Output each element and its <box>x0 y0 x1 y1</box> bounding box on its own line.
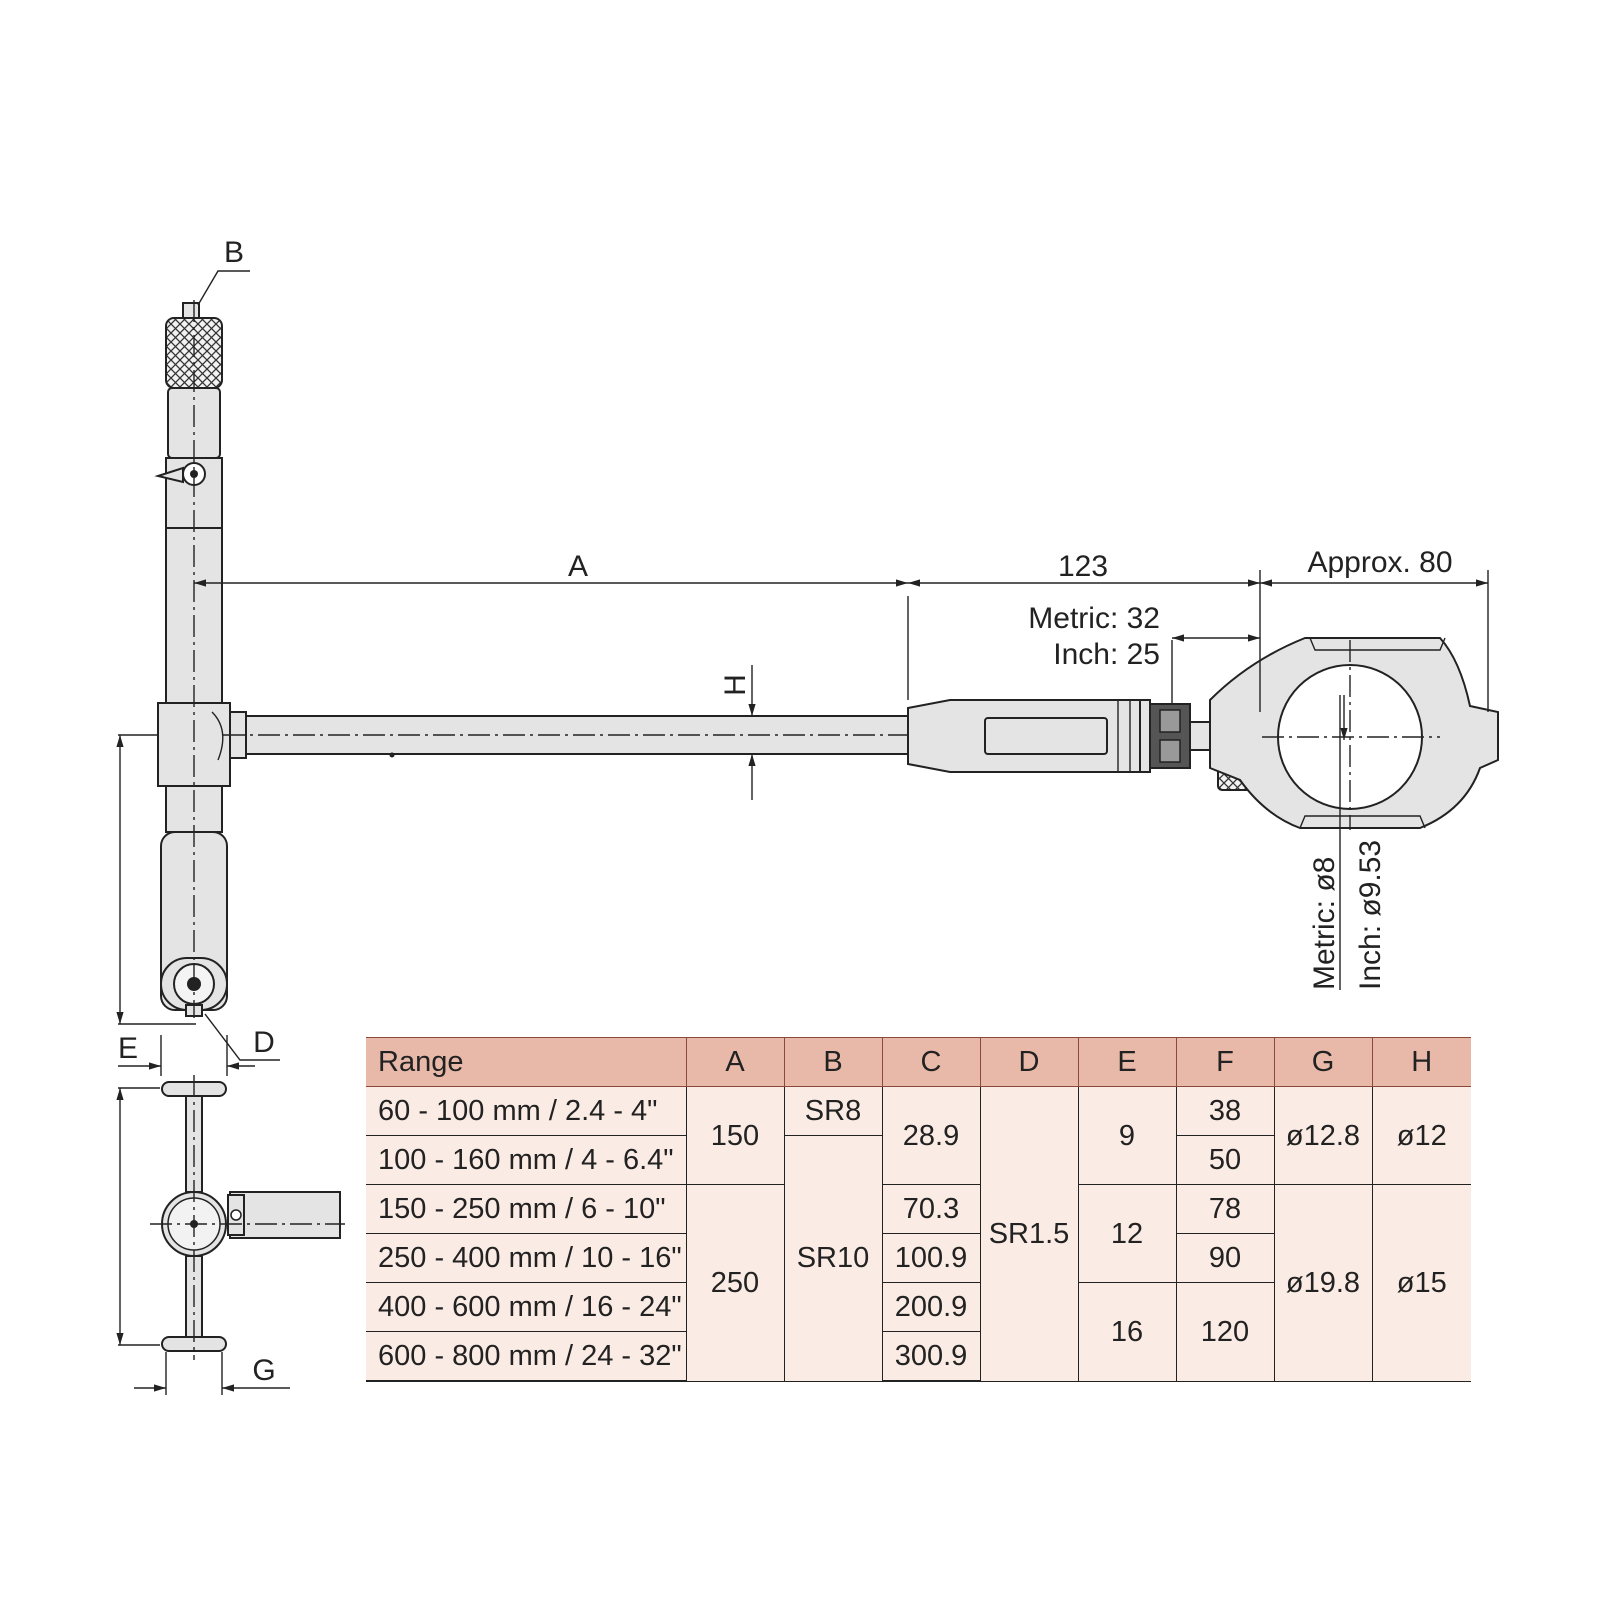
grip-body <box>160 785 228 1017</box>
c-cell: 100.9 <box>881 1233 981 1283</box>
micrometer-head <box>154 302 223 704</box>
leader-d: D <box>204 1013 280 1061</box>
header-a: A <box>685 1037 785 1087</box>
label-g: G <box>252 1354 275 1387</box>
inch-dia953-label: Inch: ø9.53 <box>1354 840 1387 990</box>
leader-b: B <box>197 236 250 306</box>
dim-h-label: H <box>719 674 752 696</box>
dimension-stem-diameter: Metric: ø8 Inch: ø9.53 <box>1308 695 1387 990</box>
f-cell: 38 <box>1175 1086 1275 1136</box>
e-cell: 16 <box>1077 1282 1177 1382</box>
label-b: B <box>224 236 244 269</box>
g-cell: ø19.8 <box>1273 1184 1373 1382</box>
header-f: F <box>1175 1037 1275 1087</box>
range-cell: 60 - 100 mm / 2.4 - 4" <box>366 1086 687 1136</box>
f-cell: 120 <box>1175 1282 1274 1382</box>
b-cell: SR8 <box>783 1086 883 1136</box>
range-cell: 250 - 400 mm / 10 - 16" <box>366 1233 687 1283</box>
table-row: 100 - 160 mm / 4 - 6.4" SR10 50 <box>366 1135 1471 1382</box>
header-d: D <box>979 1037 1079 1087</box>
c-cell: 200.9 <box>881 1282 981 1332</box>
f-cell: 90 <box>1175 1233 1274 1283</box>
f-cell: 78 <box>1175 1184 1275 1234</box>
header-c: C <box>881 1037 981 1087</box>
label-e: E <box>118 1032 138 1065</box>
table-row: 150 - 250 mm / 6 - 10" 250 70.3 12 78 ø1… <box>366 1184 1471 1382</box>
range-cell: 600 - 800 mm / 24 - 32" <box>366 1331 687 1382</box>
t-block <box>157 702 247 787</box>
extension-rod <box>220 715 910 758</box>
c-cell: 70.3 <box>881 1184 981 1234</box>
d-cell: SR1.5 <box>979 1086 1079 1382</box>
header-e: E <box>1077 1037 1177 1087</box>
header-g: G <box>1273 1037 1373 1087</box>
c-cell: 300.9 <box>881 1331 980 1382</box>
label-d: D <box>253 1026 275 1059</box>
dial-indicator <box>1189 637 1499 830</box>
dimension-123: 123 <box>908 550 1261 712</box>
dim-approx-80-label: Approx. 80 <box>1307 546 1452 579</box>
table-row: 400 - 600 mm / 16 - 24" 200.9 16 120 <box>366 1282 1471 1382</box>
c-cell: 28.9 <box>881 1086 981 1185</box>
inch-25-label: Inch: 25 <box>1053 638 1160 671</box>
b-cell: SR10 <box>783 1135 883 1382</box>
dimension-h: H <box>719 665 756 800</box>
handle-sleeve <box>907 699 1191 773</box>
dim-a-label: A <box>568 550 588 583</box>
a-cell: 150 <box>685 1086 785 1185</box>
table-row: 60 - 100 mm / 2.4 - 4" 150 SR8 28.9 SR1.… <box>366 1086 1471 1382</box>
e-cell: 12 <box>1077 1184 1177 1283</box>
spec-table: Range A B C D E F G H 60 - 100 mm / 2.4 … <box>366 1037 1471 1382</box>
table-header-row: Range A B C D E F G H <box>366 1037 1471 1087</box>
side-view <box>116 1075 345 1360</box>
table-row: 600 - 800 mm / 24 - 32" 300.9 <box>366 1331 1471 1382</box>
range-cell: 100 - 160 mm / 4 - 6.4" <box>366 1135 687 1185</box>
e-cell: 9 <box>1077 1086 1177 1185</box>
h-cell: ø12 <box>1371 1086 1471 1185</box>
a-cell: 250 <box>685 1184 785 1382</box>
dimension-e: E <box>118 1032 255 1076</box>
range-cell: 400 - 600 mm / 16 - 24" <box>366 1282 687 1332</box>
header-h: H <box>1371 1037 1471 1087</box>
dimension-g: G <box>134 1352 290 1395</box>
metric-dia8-label: Metric: ø8 <box>1308 857 1341 990</box>
f-cell: 50 <box>1175 1135 1274 1185</box>
range-cell: 150 - 250 mm / 6 - 10" <box>366 1184 687 1234</box>
dimension-left <box>116 734 196 1025</box>
header-range: Range <box>366 1037 687 1087</box>
header-b: B <box>783 1037 883 1087</box>
metric-32-label: Metric: 32 <box>1028 602 1160 635</box>
dimension-a: A <box>194 550 909 700</box>
table-row: 250 - 400 mm / 10 - 16" 100.9 90 <box>366 1233 1471 1283</box>
dimension-approx-80: Approx. 80 <box>1260 546 1489 712</box>
g-cell: ø12.8 <box>1273 1086 1373 1185</box>
dim-123-label: 123 <box>1058 550 1108 583</box>
h-cell: ø15 <box>1371 1184 1471 1382</box>
dimension-32-25: Metric: 32 Inch: 25 <box>1028 602 1260 704</box>
